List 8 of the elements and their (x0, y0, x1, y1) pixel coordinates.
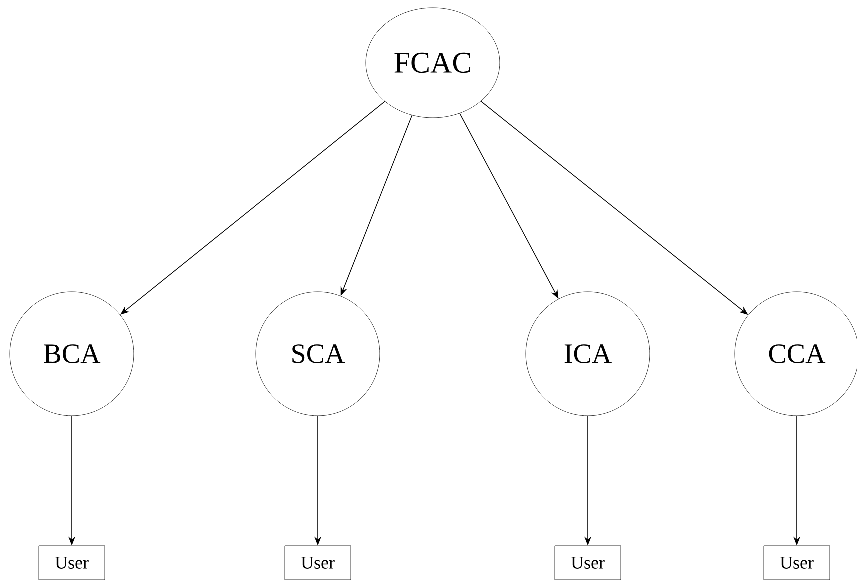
user-box: User (38, 546, 106, 580)
circle-node: SCA (256, 292, 380, 416)
ellipse-node: FCAC (366, 8, 500, 118)
user-box: User (554, 546, 622, 580)
circle-node: BCA (10, 292, 134, 416)
circle-node: ICA (526, 292, 650, 416)
user-box: User (284, 546, 352, 580)
user-box: User (764, 546, 830, 580)
